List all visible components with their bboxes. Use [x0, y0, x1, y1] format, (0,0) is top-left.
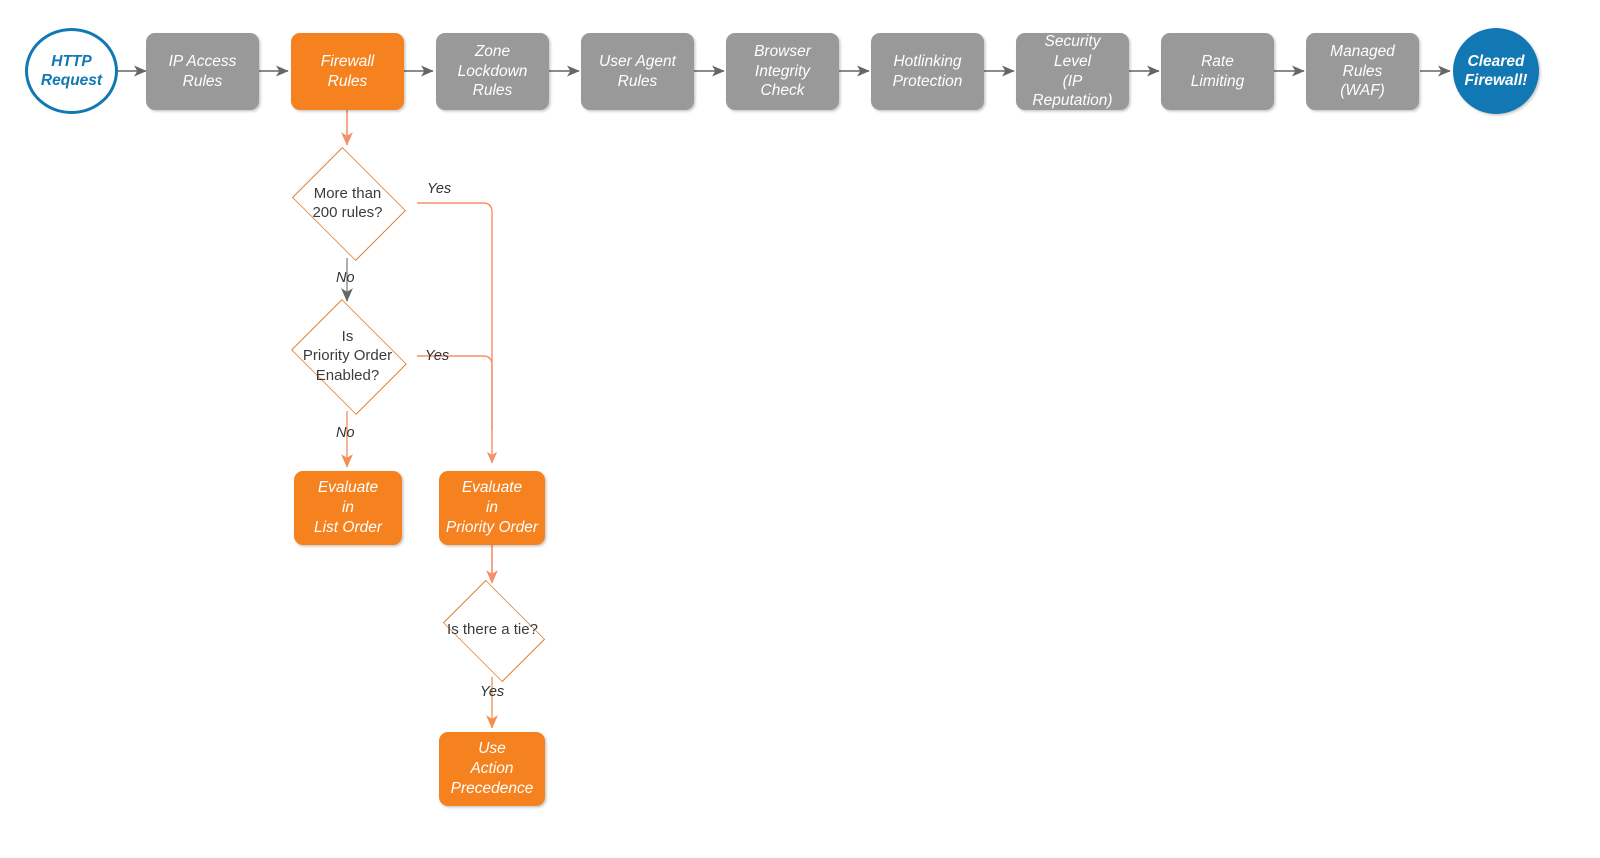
decision-label: Is Priority Order Enabled?	[302, 327, 393, 384]
node-label: Managed Rules (WAF)	[1330, 42, 1395, 100]
node-label: IP Access Rules	[168, 52, 237, 90]
decision-label: Is there a tie?	[447, 621, 538, 639]
decision-more-than-200-rules[interactable]: More than 200 rules?	[278, 147, 417, 261]
node-security-level[interactable]: Security Level (IP Reputation)	[1016, 33, 1129, 110]
node-rate-limiting[interactable]: Rate Limiting	[1161, 33, 1274, 110]
node-label: Evaluate in List Order	[313, 479, 383, 536]
node-evaluate-in-priority-order[interactable]: Evaluate in Priority Order	[439, 471, 545, 545]
node-zone-lockdown-rules[interactable]: Zone Lockdown Rules	[436, 33, 549, 110]
node-evaluate-in-list-order[interactable]: Evaluate in List Order	[294, 471, 402, 545]
edge-rulecount-yes	[417, 202, 498, 464]
node-label: Zone Lockdown Rules	[457, 42, 528, 100]
node-label: Security Level (IP Reputation)	[1032, 32, 1113, 110]
node-firewall-rules[interactable]: Firewall Rules	[291, 33, 404, 110]
edge-label-tie-yes: Yes	[480, 684, 505, 700]
node-cleared-firewall[interactable]: Cleared Firewall!	[1453, 28, 1539, 114]
edge-label-priority-yes: Yes	[425, 348, 450, 364]
node-label: Evaluate in Priority Order	[445, 479, 539, 536]
node-ip-access-rules[interactable]: IP Access Rules	[146, 33, 259, 110]
node-label: Rate Limiting	[1190, 52, 1245, 90]
decision-label: More than 200 rules?	[312, 184, 383, 222]
node-http-request[interactable]: HTTP Request	[25, 28, 118, 114]
decision-is-there-a-tie[interactable]: Is there a tie?	[427, 579, 558, 683]
node-label: Hotlinking Protection	[892, 52, 963, 90]
node-label: Browser Integrity Check	[754, 42, 811, 100]
node-managed-rules-waf[interactable]: Managed Rules (WAF)	[1306, 33, 1419, 110]
node-browser-integrity-check[interactable]: Browser Integrity Check	[726, 33, 839, 110]
node-label: Cleared Firewall!	[1464, 52, 1528, 89]
node-label: HTTP Request	[40, 52, 103, 89]
edge-priority-yes	[417, 355, 493, 430]
edge-label-rules-no: No	[336, 270, 355, 286]
node-label: Firewall Rules	[320, 52, 375, 90]
edge-label-rules-yes: Yes	[427, 181, 452, 197]
decision-priority-order-enabled[interactable]: Is Priority Order Enabled?	[276, 299, 419, 415]
edge-label-priority-no: No	[336, 425, 355, 441]
node-user-agent-rules[interactable]: User Agent Rules	[581, 33, 694, 110]
node-label: Use Action Precedence	[450, 740, 534, 797]
node-hotlinking-protection[interactable]: Hotlinking Protection	[871, 33, 984, 110]
node-label: User Agent Rules	[599, 52, 676, 90]
node-use-action-precedence[interactable]: Use Action Precedence	[439, 732, 545, 806]
